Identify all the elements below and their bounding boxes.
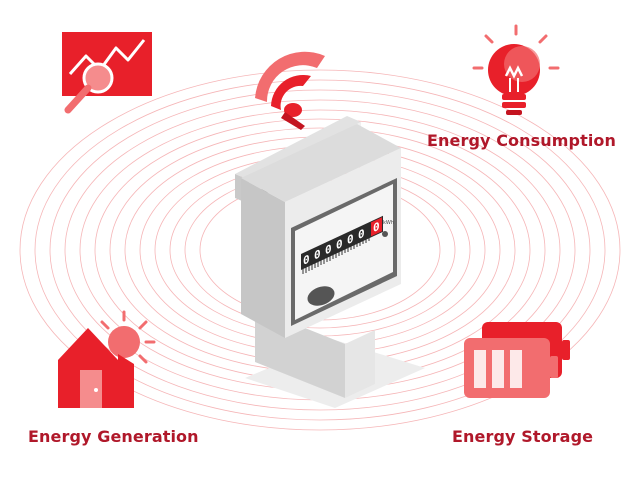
light-bulb-icon: [472, 24, 560, 115]
analytics-chart-magnifier-icon: [62, 32, 152, 114]
meter-digit-3: 0: [325, 241, 332, 257]
meter-digit-7: 0: [373, 219, 380, 235]
energy-generation-label: Energy Generation: [28, 427, 199, 446]
battery-icon: [464, 322, 570, 398]
meter-digits: 0 0 0 0 0 0 0: [303, 219, 380, 268]
meter-digit-4: 0: [336, 236, 343, 252]
meter-digit-6: 0: [358, 226, 365, 242]
meter-digit-1: 0: [303, 252, 310, 268]
energy-consumption-label: Energy Consumption: [427, 131, 616, 150]
energy-storage-label: Energy Storage: [452, 427, 594, 446]
meter-digit-5: 0: [347, 231, 354, 247]
electricity-meter-icon: 0 0 0 0 0 0 0 kWh: [235, 116, 425, 408]
meter-unit: kWh: [383, 220, 394, 226]
meter-digit-2: 0: [314, 246, 321, 262]
wifi-signal-icon: [255, 51, 325, 130]
solar-house-icon: [58, 310, 156, 408]
